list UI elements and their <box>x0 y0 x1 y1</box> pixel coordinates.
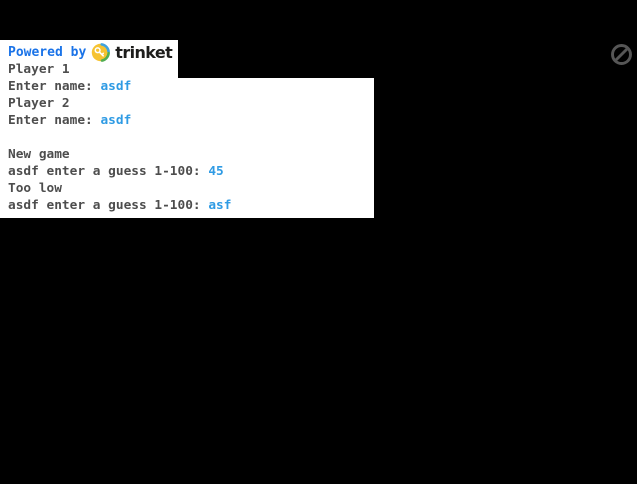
console-line: New game <box>8 146 231 163</box>
console-line: Player 1 <box>8 61 231 78</box>
console-input-text: asdf <box>100 79 132 94</box>
console-line: asdf enter a guess 1-100: asf <box>8 197 231 214</box>
trinket-logo-icon <box>92 42 111 62</box>
console-input-text: asf <box>208 198 232 213</box>
powered-by-badge-panel <box>0 40 178 78</box>
console-line: asdf enter a guess 1-100: 45 <box>8 163 231 180</box>
console-output-text: Player 2 <box>8 96 70 111</box>
console-input-text: asdf <box>100 113 132 128</box>
console-line: Enter name: asdf <box>8 78 231 95</box>
console-output-text: asdf enter a guess 1-100: <box>8 164 209 179</box>
console-output-text: Player 1 <box>8 62 70 77</box>
console-output-text: Enter name: <box>8 79 101 94</box>
console-input-text: 45 <box>208 164 224 179</box>
trinket-brand-label: trinket <box>115 42 173 62</box>
blocked-icon[interactable] <box>610 43 633 66</box>
console-output: Player 1 Enter name: asdf Player 2 Enter… <box>8 61 231 214</box>
console-line-blank <box>8 129 231 146</box>
console-line: Too low <box>8 180 231 197</box>
powered-by-label: Powered by <box>8 44 87 60</box>
console-output-text: New game <box>8 147 70 162</box>
console-line: Player 2 <box>8 95 231 112</box>
console-output-text: Enter name: <box>8 113 101 128</box>
console-output-text: asdf enter a guess 1-100: <box>8 198 209 213</box>
console-line: Enter name: asdf <box>8 112 231 129</box>
console-output-panel[interactable] <box>0 78 374 218</box>
console-output-text: Too low <box>8 181 62 196</box>
powered-by-badge[interactable]: Powered by trinket <box>8 42 173 62</box>
